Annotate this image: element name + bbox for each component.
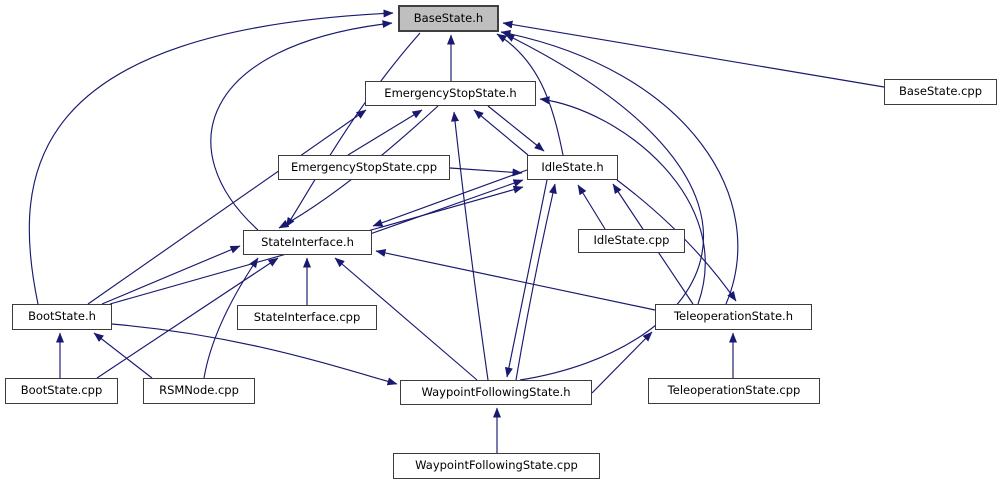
edge-waypointfollowingstate-h-to-teleoperationstate-h <box>591 331 653 394</box>
node-basestate-cpp[interactable]: BaseState.cpp <box>884 79 997 105</box>
edge-basestate-h-to-stateinterface-h <box>285 32 421 228</box>
edge-idlestate-h-to-stateinterface-h <box>372 169 528 227</box>
edge-bootstate-h-to-basestate-h <box>28 9 394 305</box>
edge-waypointfollowingstate-h-to-emergencystopstate-h <box>451 111 489 381</box>
edge-idlestate-cpp-to-idlestate-h <box>577 184 606 230</box>
edge-rsmnode-cpp-to-stateinterface-h <box>203 257 259 379</box>
edge-emergencystopstate-h-to-idlestate-h <box>487 105 545 152</box>
edge-bootstate-h-to-emergencystopstate-h <box>87 109 367 305</box>
edge-waypointfollowingstate-h-to-idlestate-h <box>515 183 557 381</box>
edge-teleoperationstate-h-to-stateinterface-h <box>375 249 656 311</box>
node-teleoperationstate-cpp[interactable]: TeleoperationState.cpp <box>648 378 820 404</box>
edge-bootstate-h-to-stateinterface-h <box>101 245 241 305</box>
node-waypointfollowingstate-cpp[interactable]: WaypointFollowingState.cpp <box>393 453 600 479</box>
node-teleoperationstate-h[interactable]: TeleoperationState.h <box>655 304 812 330</box>
node-idlestate-cpp[interactable]: IdleState.cpp <box>578 229 685 253</box>
edge-stateinterface-h-to-basestate-h <box>210 20 393 231</box>
node-waypointfollowingstate-h[interactable]: WaypointFollowingState.h <box>400 380 592 405</box>
node-emergencystopstate-h[interactable]: EmergencyStopState.h <box>365 81 536 106</box>
edge-teleoperationstate-h-to-basestate-h <box>500 29 739 305</box>
edge-teleoperationstate-h-to-emergencystopstate-h <box>539 96 706 305</box>
node-rsmnode-cpp[interactable]: RSMNode.cpp <box>143 378 255 404</box>
edge-emergencystopstate-cpp-to-idlestate-h <box>449 167 523 177</box>
edge-idlestate-h-to-emergencystopstate-h <box>473 109 529 156</box>
edge-waypointfollowingstate-h-to-stateinterface-h <box>334 257 478 381</box>
node-stateinterface-h[interactable]: StateInterface.h <box>243 230 372 255</box>
node-stateinterface-cpp[interactable]: StateInterface.cpp <box>237 305 377 330</box>
edge-stateinterface-h-to-idlestate-h <box>369 179 524 235</box>
edge-rsmnode-cpp-to-bootstate-h <box>93 332 153 379</box>
edge-bootstate-h-to-waypointfollowingstate-h <box>111 323 398 386</box>
node-emergencystopstate-cpp[interactable]: EmergencyStopState.cpp <box>278 155 450 180</box>
edge-emergencystopstate-cpp-to-emergencystopstate-h <box>347 109 423 156</box>
edge-bootstate-cpp-to-stateinterface-h <box>96 257 279 379</box>
edge-basestate-cpp-to-basestate-h <box>502 20 885 88</box>
node-bootstate-cpp[interactable]: BootState.cpp <box>5 378 118 404</box>
node-basestate-h[interactable]: BaseState.h <box>398 5 499 32</box>
edge-idlestate-h-to-waypointfollowingstate-h <box>505 179 548 378</box>
edge-waypointfollowingstate-h-to-basestate-h <box>504 33 705 381</box>
node-idlestate-h[interactable]: IdleState.h <box>527 155 618 180</box>
edge-idlestate-h-to-basestate-h <box>496 33 564 156</box>
node-bootstate-h[interactable]: BootState.h <box>12 304 112 330</box>
